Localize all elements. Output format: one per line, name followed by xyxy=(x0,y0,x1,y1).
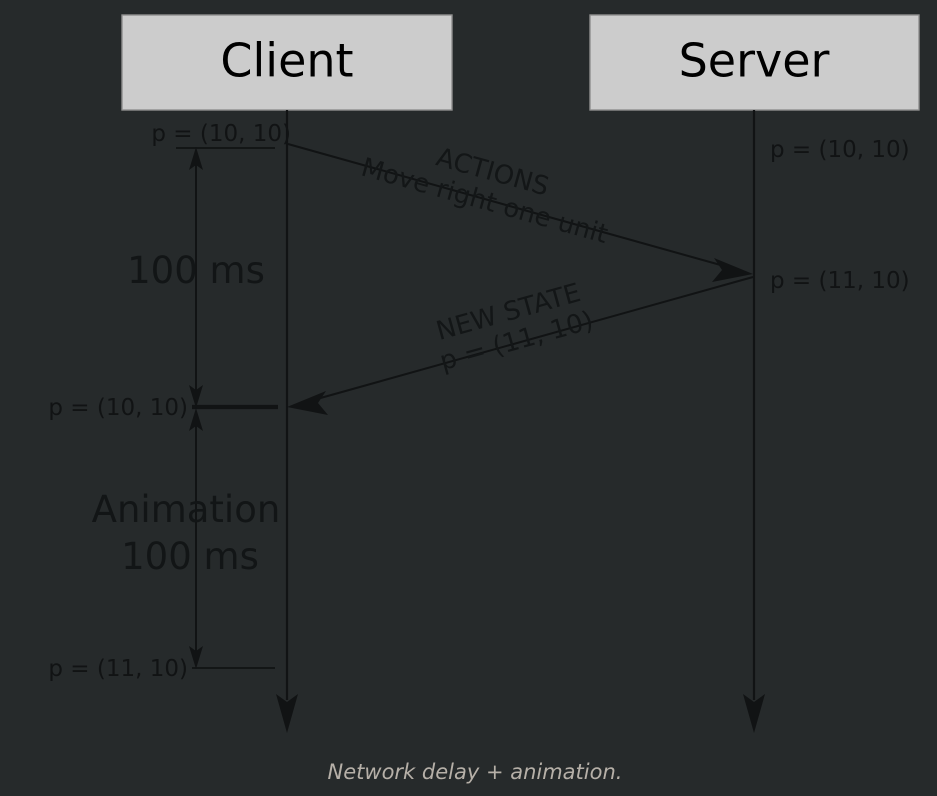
participant-server[interactable]: Server xyxy=(589,14,920,111)
client-state-after-network-label: p = (10, 10) xyxy=(48,395,188,421)
client-lifeline xyxy=(276,110,298,733)
animation-title-label: Animation xyxy=(92,488,281,531)
animation-arrow-up xyxy=(189,408,203,431)
network-delay-dimension: 100 ms xyxy=(127,147,265,408)
server-lifeline-arrowhead xyxy=(743,694,765,733)
client-state-after-animation-label: p = (11, 10) xyxy=(48,656,188,682)
animation-duration-label: 100 ms xyxy=(121,535,259,578)
client-box[interactable] xyxy=(121,14,453,111)
client-title: Client xyxy=(220,34,353,88)
animation-dimension: Animation 100 ms xyxy=(92,408,281,669)
server-title: Server xyxy=(679,34,830,88)
new-state-arrowhead xyxy=(287,391,328,415)
network-delay-arrow-up xyxy=(189,147,203,170)
network-delay-label: 100 ms xyxy=(127,249,265,292)
network-delay-arrow-down xyxy=(189,385,203,408)
server-lifeline xyxy=(743,110,765,733)
actions-arrowhead xyxy=(712,258,753,282)
server-box[interactable] xyxy=(589,14,920,111)
animation-arrow-down xyxy=(189,646,203,669)
server-state-initial-label: p = (10, 10) xyxy=(770,137,910,163)
server-state-after-action-label: p = (11, 10) xyxy=(770,268,910,294)
client-lifeline-arrowhead xyxy=(276,694,298,733)
figure-caption: Network delay + animation. xyxy=(328,760,623,784)
participant-client[interactable]: Client xyxy=(121,14,453,111)
client-state-initial-label: p = (10, 10) xyxy=(151,121,291,147)
